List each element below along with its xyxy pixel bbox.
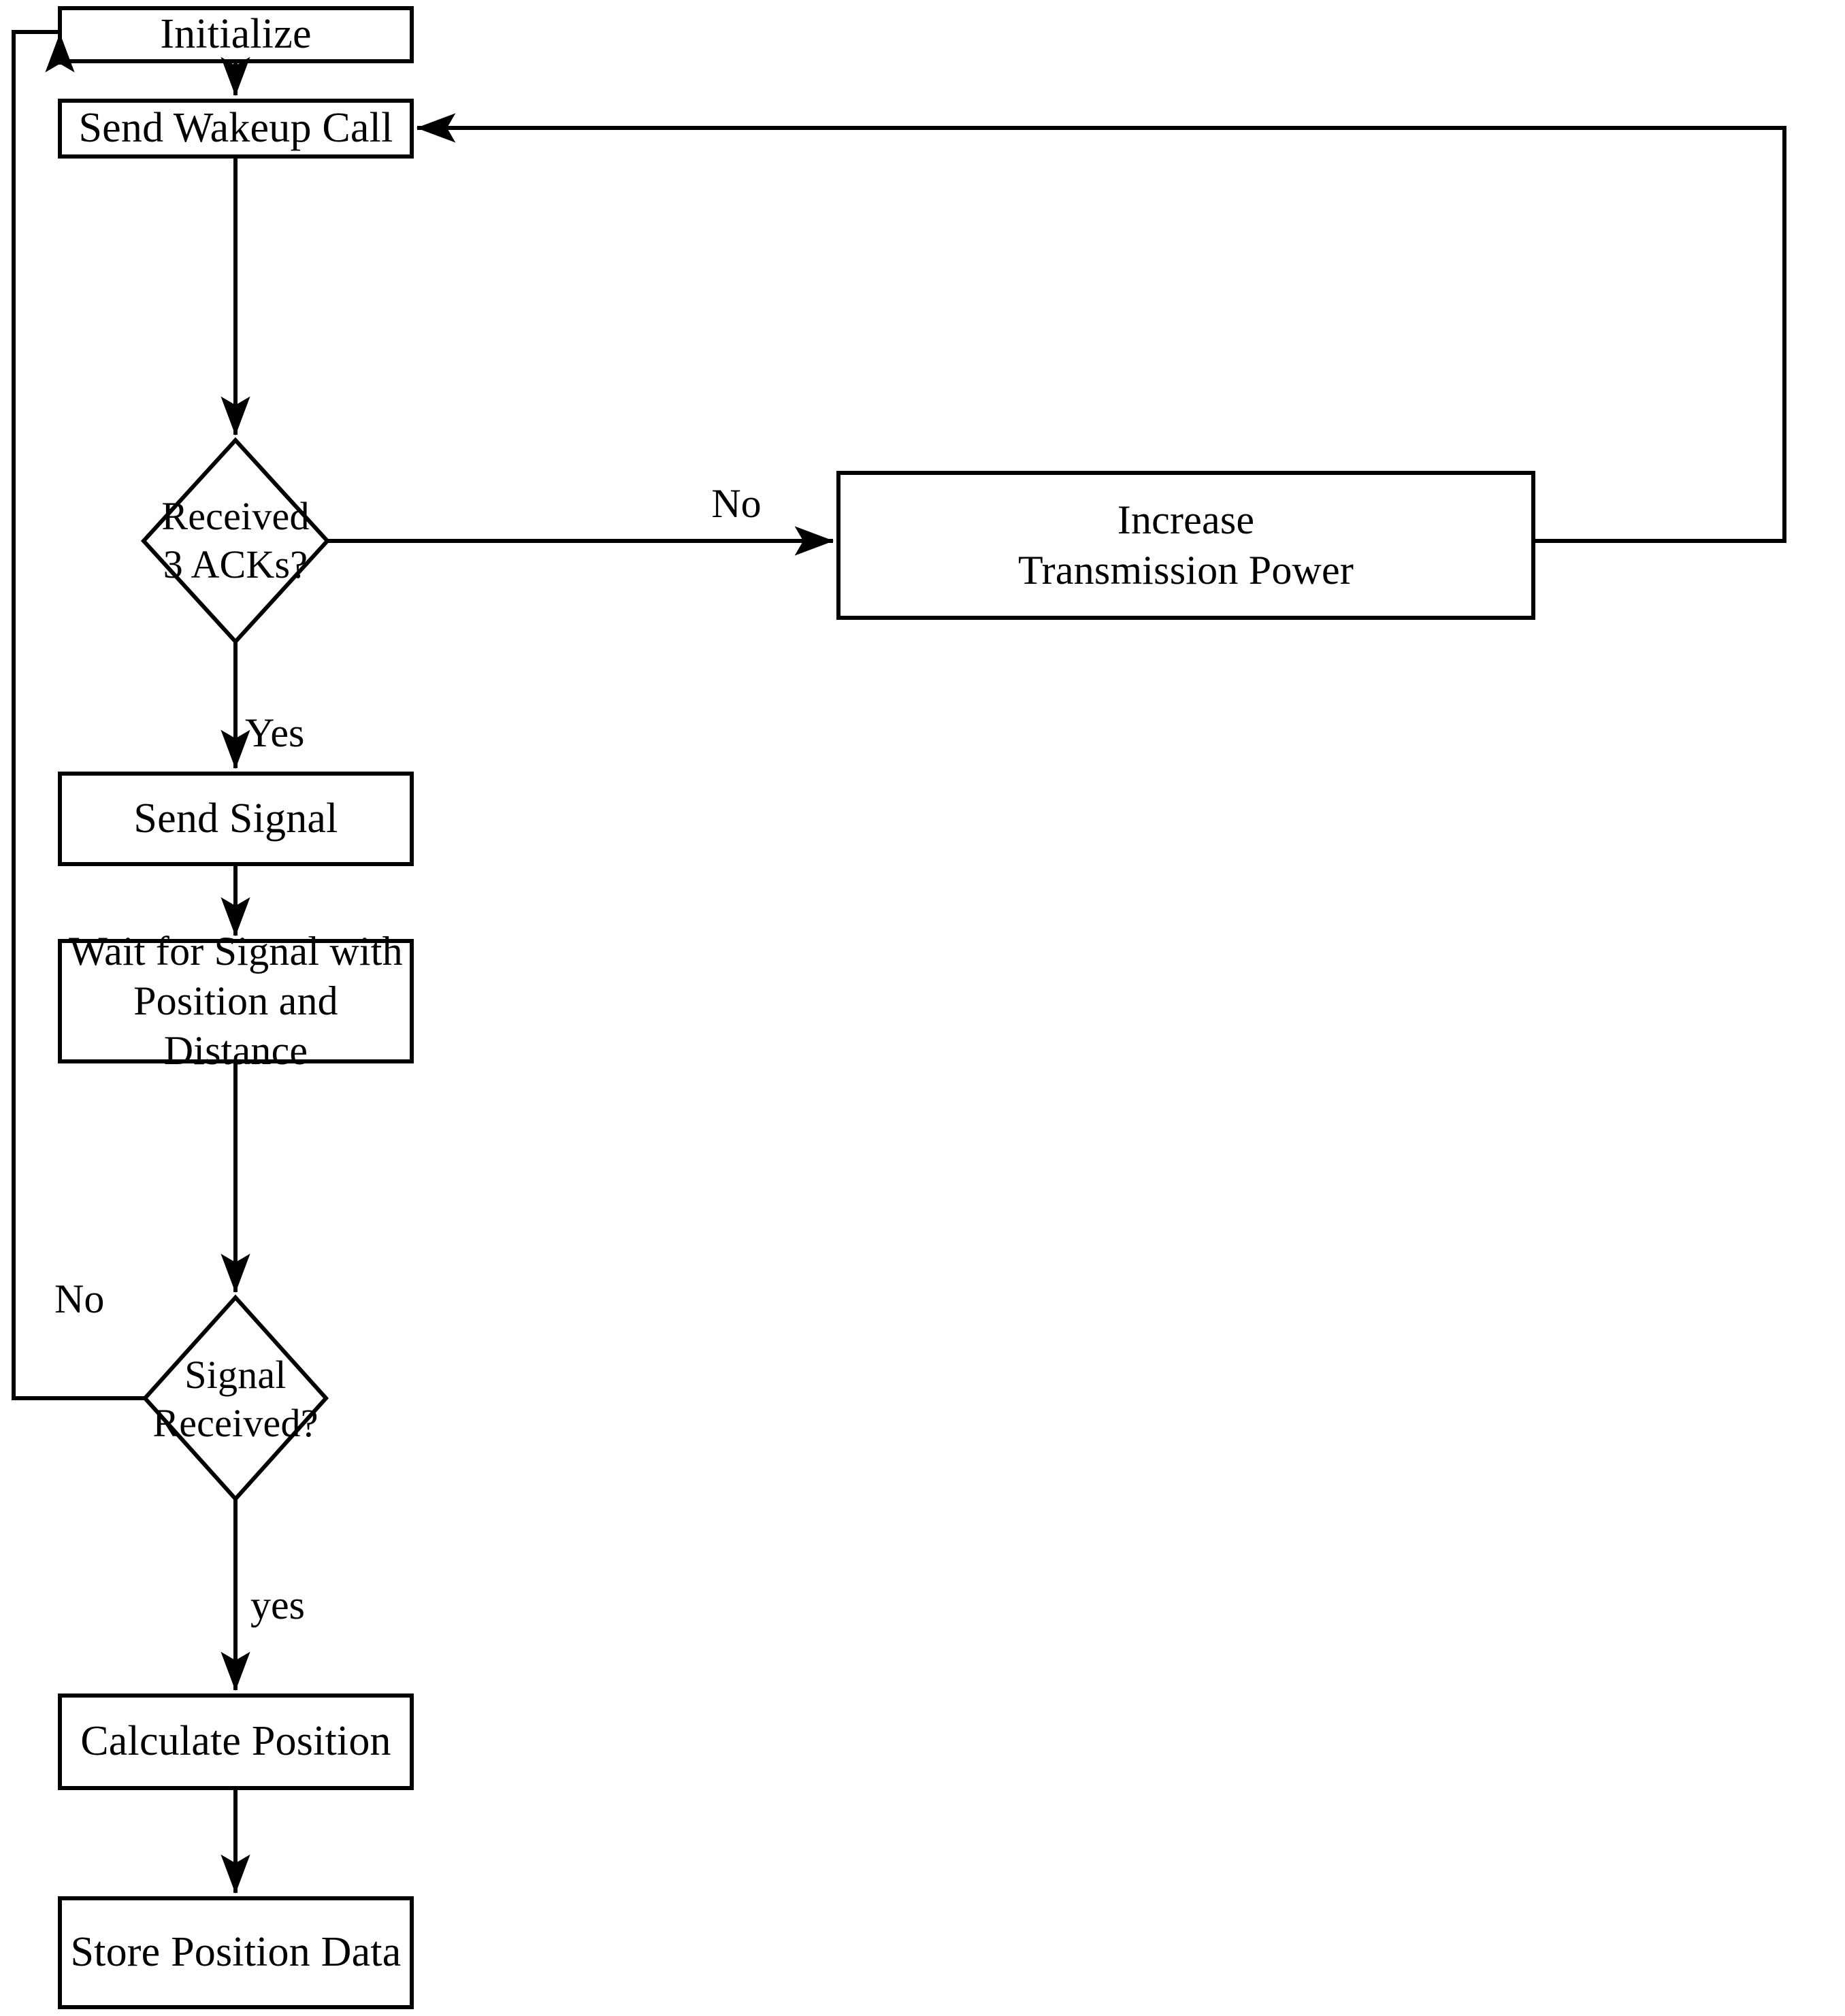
node-shape-initialize (58, 6, 414, 63)
node-shape-increase-transmission-power (836, 471, 1535, 620)
edge-label-acks-no: No (711, 481, 762, 526)
node-shape-send-wakeup-call (58, 99, 414, 159)
node-shape-calculate-position (58, 1693, 414, 1790)
node-shape-wait-for-signal (58, 939, 414, 1063)
edge-signal-received-no-to-initialize (12, 30, 145, 1400)
edge-increase-transmission-power-to-send-wakeup-call (416, 113, 1786, 543)
edge-label-received-yes: yes (250, 1583, 305, 1627)
node-shape-received-3-acks (140, 437, 331, 645)
node-shape-send-signal (58, 772, 414, 866)
node-shape-store-position-data (58, 1896, 414, 2009)
edge-label-received-no: No (54, 1276, 105, 1321)
edge-label-acks-yes: Yes (245, 710, 305, 755)
node-shape-signal-received (142, 1294, 329, 1502)
